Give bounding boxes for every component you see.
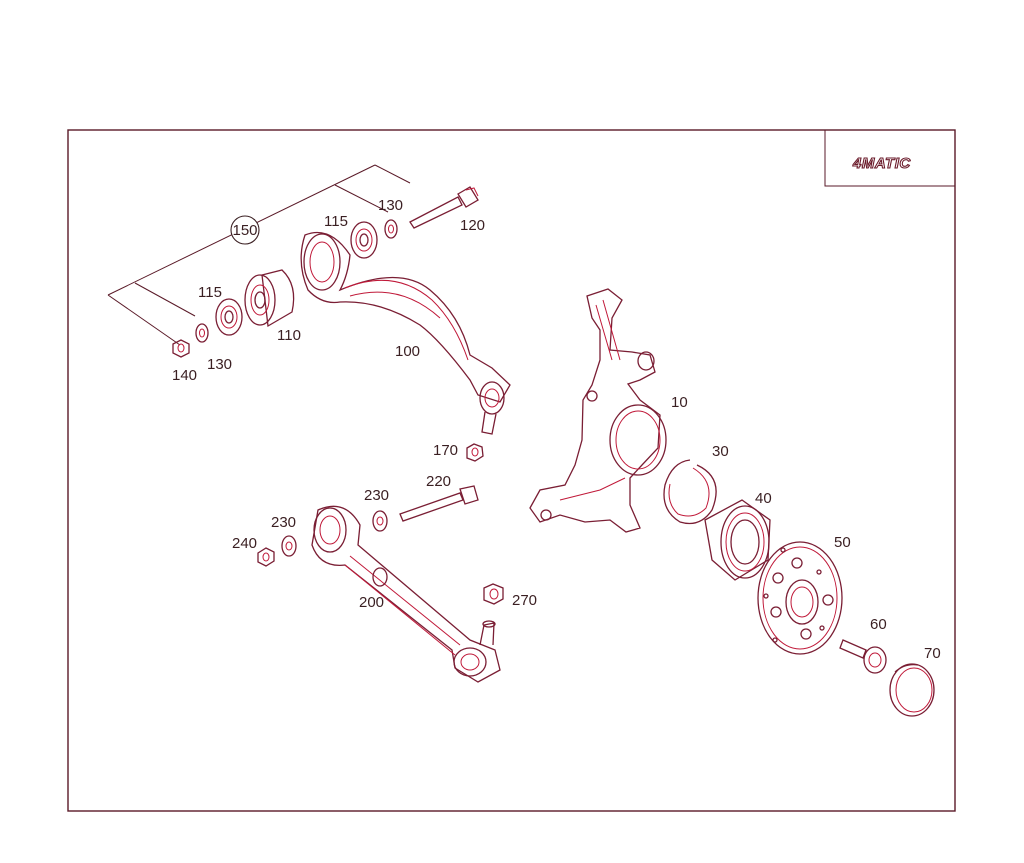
- control-arm-100: [300, 231, 511, 435]
- label-115-upper: 115: [324, 213, 348, 230]
- label-115-lower: 115: [198, 284, 222, 301]
- group-150-bracket: [107, 164, 411, 346]
- nut-270: [483, 583, 504, 605]
- label-70: 70: [924, 645, 941, 662]
- label-120: 120: [460, 217, 485, 234]
- nut-240: [257, 547, 275, 567]
- label-140: 140: [172, 367, 197, 384]
- washer-230-upper: [372, 510, 388, 532]
- label-130-lower: 130: [207, 356, 232, 373]
- label-130-upper: 130: [378, 197, 403, 214]
- wheel-bolt-60: [839, 639, 887, 674]
- nut-170: [466, 443, 484, 462]
- sleeve-110: [244, 269, 295, 328]
- diagram-frame: [67, 129, 956, 812]
- label-230-upper: 230: [364, 487, 389, 504]
- washer-130-lower: [195, 323, 209, 343]
- label-40: 40: [755, 490, 772, 507]
- badge-text: 4MATIC: [852, 155, 911, 172]
- label-220: 220: [426, 473, 451, 490]
- steering-knuckle-10: [529, 288, 667, 533]
- label-170: 170: [433, 442, 458, 459]
- label-50: 50: [834, 534, 851, 551]
- wheel-bearing-40: [704, 499, 771, 581]
- label-230-lower: 230: [271, 514, 296, 531]
- label-10: 10: [671, 394, 688, 411]
- nut-140: [172, 339, 190, 358]
- wheel-hub-50: [757, 541, 843, 655]
- circlip-30: [663, 459, 717, 525]
- group-150-circle: [230, 215, 260, 245]
- control-link-200: [311, 505, 501, 683]
- hub-cap-70: [889, 663, 935, 717]
- washer-230-lower: [281, 535, 297, 557]
- label-200: 200: [359, 594, 384, 611]
- label-240: 240: [232, 535, 257, 552]
- label-270: 270: [512, 592, 537, 609]
- bolt-120: [409, 186, 479, 229]
- label-100: 100: [395, 343, 420, 360]
- bolt-220: [399, 485, 479, 522]
- 4matic-badge: 4MATIC: [824, 130, 955, 187]
- bushing-115-upper: [350, 221, 378, 259]
- label-30: 30: [712, 443, 729, 460]
- bushing-115-lower: [215, 298, 243, 336]
- part-labels: 150 130 120 115 115 110 100 140 130 170 …: [172, 197, 941, 662]
- washer-130-upper: [384, 219, 398, 239]
- label-60: 60: [870, 616, 887, 633]
- label-150: 150: [232, 222, 257, 239]
- label-110: 110: [277, 327, 301, 344]
